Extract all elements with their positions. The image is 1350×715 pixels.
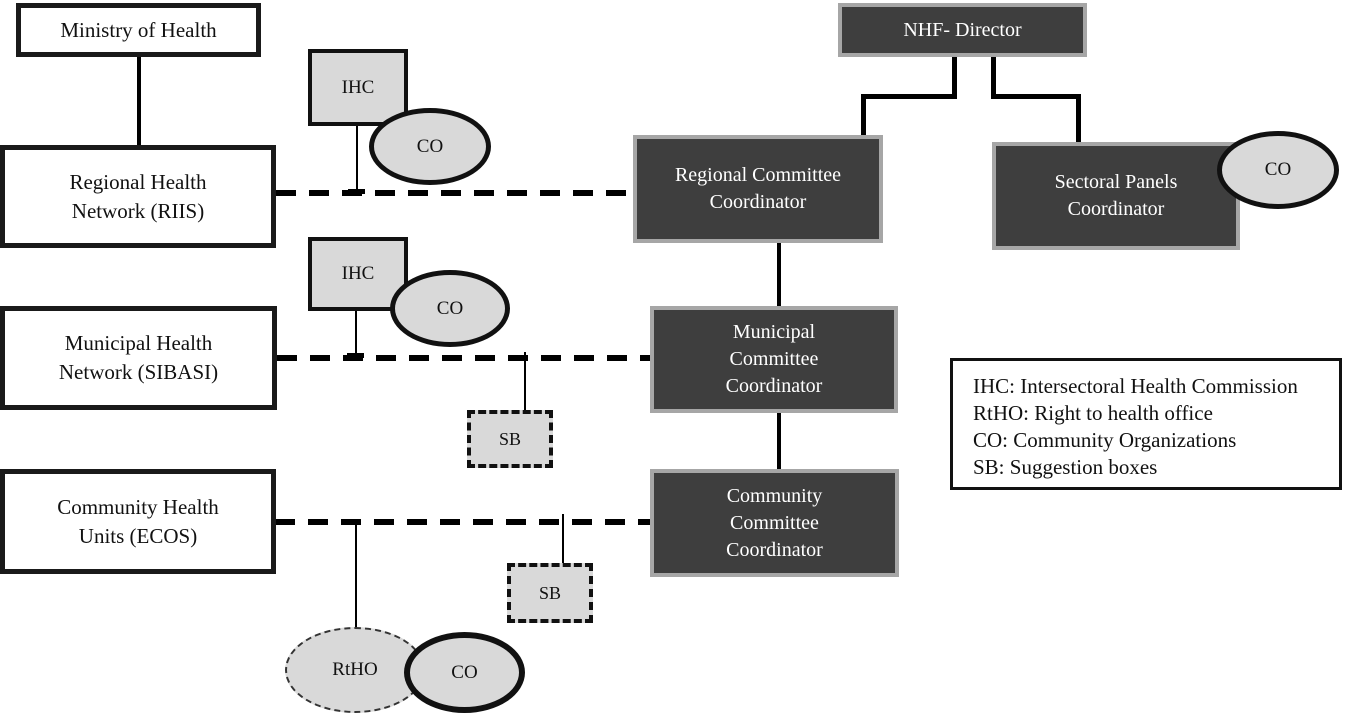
connector-nhf-to-regional-committee	[861, 94, 866, 137]
community-committee-coordinator-label-line1: Community	[726, 484, 823, 507]
sb-municipal-box: SB	[467, 410, 553, 468]
ministry-of-health-box: Ministry of Health	[16, 3, 261, 57]
connector-nhf-right-horizontal	[991, 94, 1081, 99]
rtho-ellipse: RtHO	[285, 627, 425, 713]
sectoral-panels-coordinator-label-line2: Coordinator	[1067, 198, 1165, 220]
connector-municipal-to-community-committee	[777, 413, 781, 470]
community-health-units-label-line1: Community Health	[57, 494, 219, 519]
ihc-regional-label: IHC	[341, 76, 375, 98]
co-regional-label: CO	[416, 135, 444, 157]
sectoral-panels-coordinator-label-line1: Sectoral Panels	[1054, 171, 1178, 193]
municipal-committee-coordinator-label-line3: Coordinator	[725, 375, 823, 397]
regional-health-network-box: Regional Health Network (RIIS)	[0, 145, 276, 248]
ministry-of-health-label: Ministry of Health	[60, 17, 217, 42]
connector-nhf-left-horizontal	[861, 94, 957, 99]
co-community-label: CO	[451, 661, 478, 683]
co-sectoral-ellipse: CO	[1217, 131, 1339, 209]
community-committee-coordinator-label-line3: Coordinator	[726, 538, 823, 561]
co-regional-ellipse: CO	[369, 108, 491, 185]
legend-line-sb: SB: Suggestion boxes	[973, 455, 1158, 479]
municipal-committee-coordinator-label-line1: Municipal	[732, 321, 816, 343]
ihc-municipal-label: IHC	[341, 263, 375, 284]
legend-box: IHC: Intersectoral Health Commission RtH…	[950, 358, 1342, 490]
regional-committee-coordinator-label-line2: Coordinator	[709, 191, 807, 213]
co-municipal-ellipse: CO	[390, 270, 510, 347]
dashed-link-municipal-network-to-coordinator	[277, 355, 650, 361]
rtho-label: RtHO	[332, 659, 378, 680]
regional-health-network-label-line1: Regional Health	[69, 169, 207, 194]
community-committee-coordinator-label-line2: Committee	[730, 511, 819, 534]
connector-nhf-left-vertical	[952, 55, 957, 99]
co-sectoral-label: CO	[1264, 159, 1292, 180]
sb-community-box: SB	[507, 563, 593, 623]
nhf-director-box: NHF- Director	[838, 3, 1087, 57]
regional-committee-coordinator-box: Regional Committee Coordinator	[633, 135, 883, 243]
community-health-units-box: Community Health Units (ECOS)	[0, 469, 276, 574]
municipal-health-network-label-line2: Network (SIBASI)	[58, 360, 219, 384]
connector-nhf-right-vertical	[991, 55, 996, 99]
co-municipal-label: CO	[436, 297, 464, 319]
connector-network-line-to-rtho	[355, 522, 357, 629]
connector-ihc-municipal-to-network-line	[355, 310, 357, 358]
connector-nhf-to-sectoral-panels	[1076, 94, 1081, 144]
connector-ihc-regional-to-network-line	[356, 125, 358, 193]
regional-committee-coordinator-label-line1: Regional Committee	[674, 164, 842, 186]
connector-ministry-to-regional-network	[137, 57, 141, 145]
co-community-ellipse: CO	[404, 632, 525, 713]
municipal-committee-coordinator-box: Municipal Committee Coordinator	[650, 306, 898, 413]
municipal-health-network-box: Municipal Health Network (SIBASI)	[0, 306, 277, 410]
legend-line-rtho: RtHO: Right to health office	[973, 401, 1213, 425]
nhf-director-label: NHF- Director	[903, 18, 1022, 41]
community-committee-coordinator-box: Community Committee Coordinator	[650, 469, 899, 577]
dashed-link-community-units-to-coordinator	[275, 519, 650, 525]
legend-line-co: CO: Community Organizations	[973, 428, 1237, 452]
connector-network-line-to-sb-municipal	[524, 352, 526, 410]
municipal-committee-coordinator-label-line2: Committee	[729, 348, 819, 370]
community-health-units-label-line2: Units (ECOS)	[78, 523, 198, 548]
municipal-health-network-label-line1: Municipal Health	[64, 331, 213, 355]
sectoral-panels-coordinator-box: Sectoral Panels Coordinator	[992, 142, 1240, 250]
ihc-regional-box: IHC	[308, 49, 408, 126]
connector-network-line-to-sb-community	[562, 514, 564, 563]
sb-community-label: SB	[538, 582, 562, 603]
connector-regional-to-municipal-committee	[777, 243, 781, 307]
regional-health-network-label-line2: Network (RIIS)	[71, 198, 205, 223]
legend-line-ihc: IHC: Intersectoral Health Commission	[973, 374, 1298, 398]
dashed-link-regional-network-to-coordinator	[276, 190, 633, 196]
sb-municipal-label: SB	[498, 428, 522, 449]
